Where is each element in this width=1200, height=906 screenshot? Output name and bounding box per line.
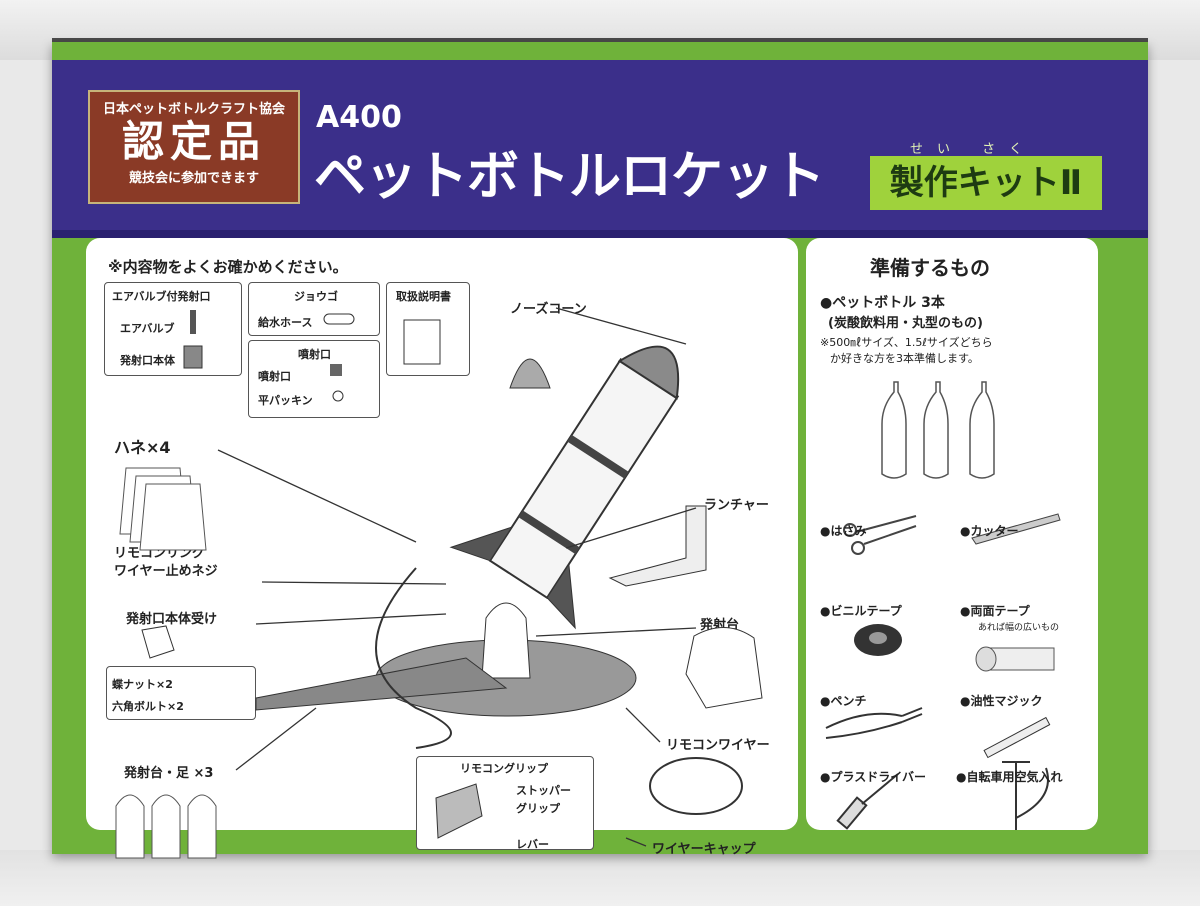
launch-stand-icon — [481, 602, 531, 679]
funnel-box-label: ジョウゴ — [294, 290, 338, 303]
air-valve-icon — [190, 310, 196, 334]
double-tape-label: ●両面テープ — [960, 604, 1030, 618]
screwdriver-icon — [836, 773, 899, 830]
lever-label: レバー — [516, 838, 549, 851]
stopper-label: ストッパー — [516, 784, 571, 797]
rocket-illustration — [115, 307, 763, 859]
background-table — [0, 850, 1200, 906]
vinyl-tape-icon — [854, 624, 902, 656]
hose-icon — [323, 313, 355, 325]
header-band-edge — [52, 230, 1148, 238]
pliers-icon — [825, 707, 923, 739]
hex-bolt-label: 六角ボルト×2 — [112, 700, 184, 713]
manual-icon — [403, 319, 441, 365]
launch-pad-icon — [685, 627, 763, 709]
certification-logo: 日本ペットボトルクラフト協会 認定品 競技会に参加できます — [88, 90, 300, 204]
contents-heading: ※内容物をよくお確かめください。 — [108, 258, 348, 276]
legs-icon — [115, 794, 217, 859]
grip-box-label: リモコングリップ — [460, 762, 548, 775]
pump-label: ●自転車用空気入れ — [956, 770, 1063, 784]
fins-label: ハネ×4 — [114, 438, 171, 457]
wire-line — [375, 567, 452, 749]
cutter-label: ●カッター — [960, 524, 1019, 538]
wire-cap-label: ワイヤーキャップ — [652, 842, 756, 857]
logo-org: 日本ペットボトルクラフト協会 — [102, 102, 285, 117]
grip-icon — [435, 783, 483, 839]
prepare-heading: 準備するもの — [870, 256, 990, 280]
marker-label: ●油性マジック — [960, 694, 1043, 708]
wire-screw-label: ワイヤー止めネジ — [114, 564, 218, 579]
pliers-label: ●ペンチ — [820, 694, 867, 708]
double-tape-icon — [975, 646, 1055, 672]
double-tape-note: あれば幅の広いもの — [978, 623, 1060, 633]
marker-icon — [983, 716, 1051, 759]
grip-label: グリップ — [516, 802, 560, 815]
cutter-icon — [971, 513, 1061, 545]
prepare-panel: 準備するもの ●ペットボトル 3本 (炭酸飲料用・丸型のもの) ※500㎖サイズ… — [806, 238, 1098, 830]
product-box: 日本ペットボトルクラフト協会 認定品 競技会に参加できます A400 ペットボト… — [52, 42, 1148, 859]
bottles-sub: (炭酸飲料用・丸型のもの) — [828, 316, 983, 331]
wing-nut-label: 蝶ナット×2 — [112, 678, 173, 691]
model-number: A400 — [316, 100, 402, 135]
scissors-label: ●はさみ — [820, 524, 867, 538]
nozzle-box-label: 噴射口 — [298, 348, 331, 361]
pump-icon — [1002, 761, 1049, 830]
launcher-icon — [608, 505, 707, 587]
launch-leg-icon — [255, 657, 508, 711]
body-receiver-label: 発射口本体受け — [126, 612, 218, 627]
bottles-note-2: か好きな方を3本準備します。 — [830, 352, 979, 365]
launcher-label: ランチャー — [704, 498, 769, 513]
legs-label: 発射台・足 ×3 — [124, 766, 214, 781]
nose-cone-icon — [509, 358, 551, 389]
bottles-icon — [881, 381, 995, 479]
fins-icon — [119, 467, 207, 551]
flat-packing-label: 平パッキン — [258, 394, 313, 407]
nose-cone-label: ノーズコーン — [510, 302, 587, 317]
bottles-note-1: ※500㎖サイズ、1.5ℓサイズどちら — [820, 336, 993, 349]
scissors-icon — [843, 515, 917, 555]
launch-body-label: 発射口本体 — [120, 354, 175, 367]
water-hose-label: 給水ホース — [258, 316, 313, 329]
logo-certified: 認定品 — [121, 117, 266, 166]
launch-port-box-label: エアバルブ付発射口 — [112, 290, 211, 303]
manual-label: 取扱説明書 — [396, 290, 451, 303]
rocket-icon — [449, 345, 680, 630]
bolt-box — [106, 666, 256, 720]
nozzle-icon — [330, 364, 342, 376]
logo-note: 競技会に参加できます — [128, 171, 259, 186]
tools-illustration — [825, 381, 1061, 830]
leader-lines — [217, 307, 697, 847]
remote-wire-label: リモコンワイヤー — [666, 738, 770, 753]
launch-port-box — [104, 282, 242, 376]
bottles-title: ●ペットボトル 3本 — [820, 295, 945, 311]
vinyl-tape-label: ●ビニルテープ — [820, 604, 902, 618]
packing-icon — [332, 390, 344, 402]
air-valve-label: エアバルブ — [120, 322, 175, 335]
nozzle-label: 噴射口 — [258, 370, 291, 383]
remote-wire-icon — [649, 757, 743, 815]
funnel-box — [248, 282, 380, 336]
launch-body-icon — [183, 345, 203, 369]
body-receiver-icon — [141, 625, 175, 659]
kit-ruby: せい さく — [910, 142, 1037, 157]
kit-label: 製作キットⅡ — [870, 156, 1102, 210]
screwdriver-label: ●プラスドライバー — [820, 770, 926, 784]
contents-panel: ※内容物をよくお確かめください。 エアバルブ付発射口 エアバルブ 発射口本体 ジ… — [86, 238, 798, 859]
nozzle-box — [248, 340, 380, 418]
product-title: ペットボトルロケット — [314, 147, 825, 207]
